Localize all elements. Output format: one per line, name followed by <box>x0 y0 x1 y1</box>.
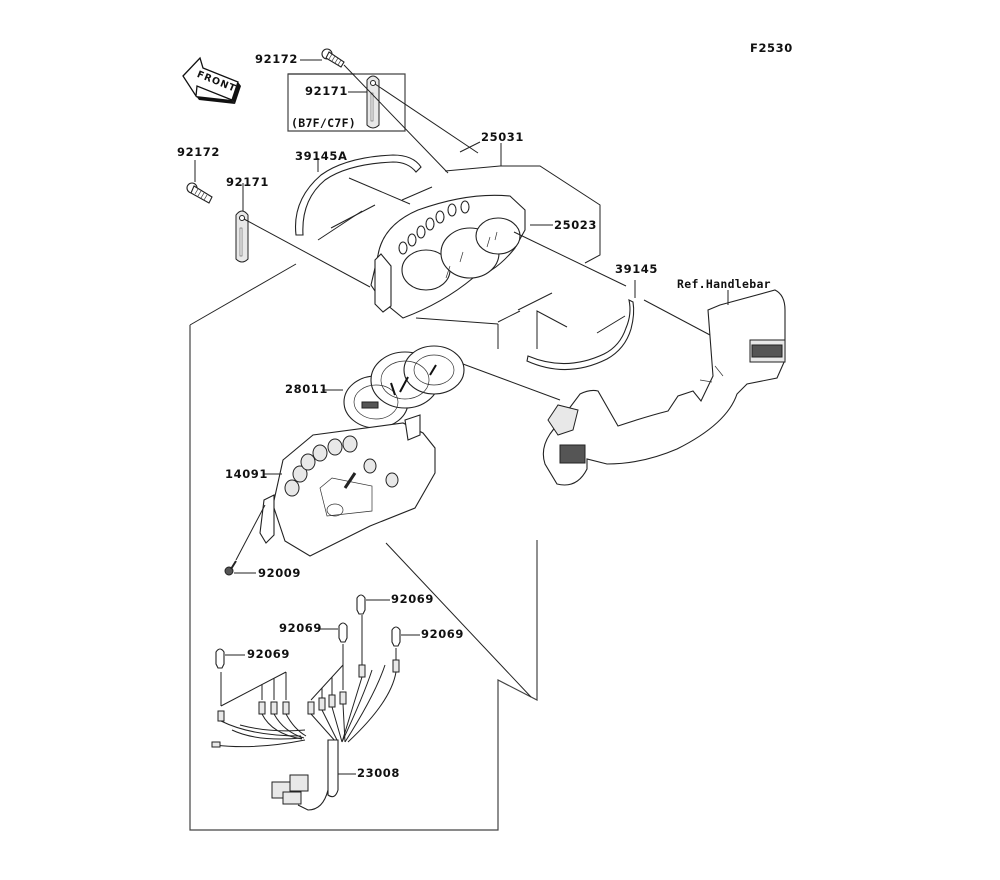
face-plate-part <box>343 345 465 429</box>
bulb-right-part <box>391 626 401 647</box>
variant-group-box <box>287 73 406 132</box>
part-label-92172-left[interactable]: 92172 <box>177 145 221 159</box>
front-arrow-icon <box>182 56 241 104</box>
bulb-left-part <box>215 648 225 669</box>
part-label-25023[interactable]: 25023 <box>554 218 598 232</box>
part-label-92069-left[interactable]: 92069 <box>247 647 291 661</box>
sub-assembly-frame <box>189 325 538 831</box>
bolt-left-part <box>186 182 213 204</box>
meter-case-part <box>370 194 526 319</box>
part-label-92172-top[interactable]: 92172 <box>255 52 299 66</box>
part-label-92171-boxed[interactable]: 92171 <box>305 84 349 98</box>
part-label-92069-right[interactable]: 92069 <box>421 627 465 641</box>
grommet-a-part <box>294 154 422 236</box>
part-label-39145a[interactable]: 39145A <box>295 149 348 163</box>
strap-left-part <box>235 210 249 263</box>
screw-part <box>224 560 237 576</box>
grommet-part <box>526 298 635 371</box>
reference-note: Ref.Handlebar <box>677 277 771 291</box>
wire-harness-part <box>211 659 400 811</box>
part-label-92171-left[interactable]: 92171 <box>226 175 270 189</box>
part-label-28011[interactable]: 28011 <box>285 382 329 396</box>
bolt-top-part <box>321 48 345 68</box>
bulb-mid-part <box>338 622 348 643</box>
part-label-92069-top[interactable]: 92069 <box>391 592 435 606</box>
part-label-39145[interactable]: 39145 <box>615 262 659 276</box>
strap-boxed-part <box>366 75 380 129</box>
part-label-23008[interactable]: 23008 <box>357 766 401 780</box>
variant-note: (B7F/C7F) <box>291 116 357 130</box>
handlebar-cover-part <box>542 289 786 486</box>
part-label-25031[interactable]: 25031 <box>481 130 525 144</box>
figure-code: F2530 <box>750 41 793 55</box>
part-label-92009[interactable]: 92009 <box>258 566 302 580</box>
meter-housing-part <box>259 414 436 557</box>
part-label-14091[interactable]: 14091 <box>225 467 269 481</box>
bulb-top-part <box>356 594 366 615</box>
part-label-92069-mid[interactable]: 92069 <box>279 621 323 635</box>
